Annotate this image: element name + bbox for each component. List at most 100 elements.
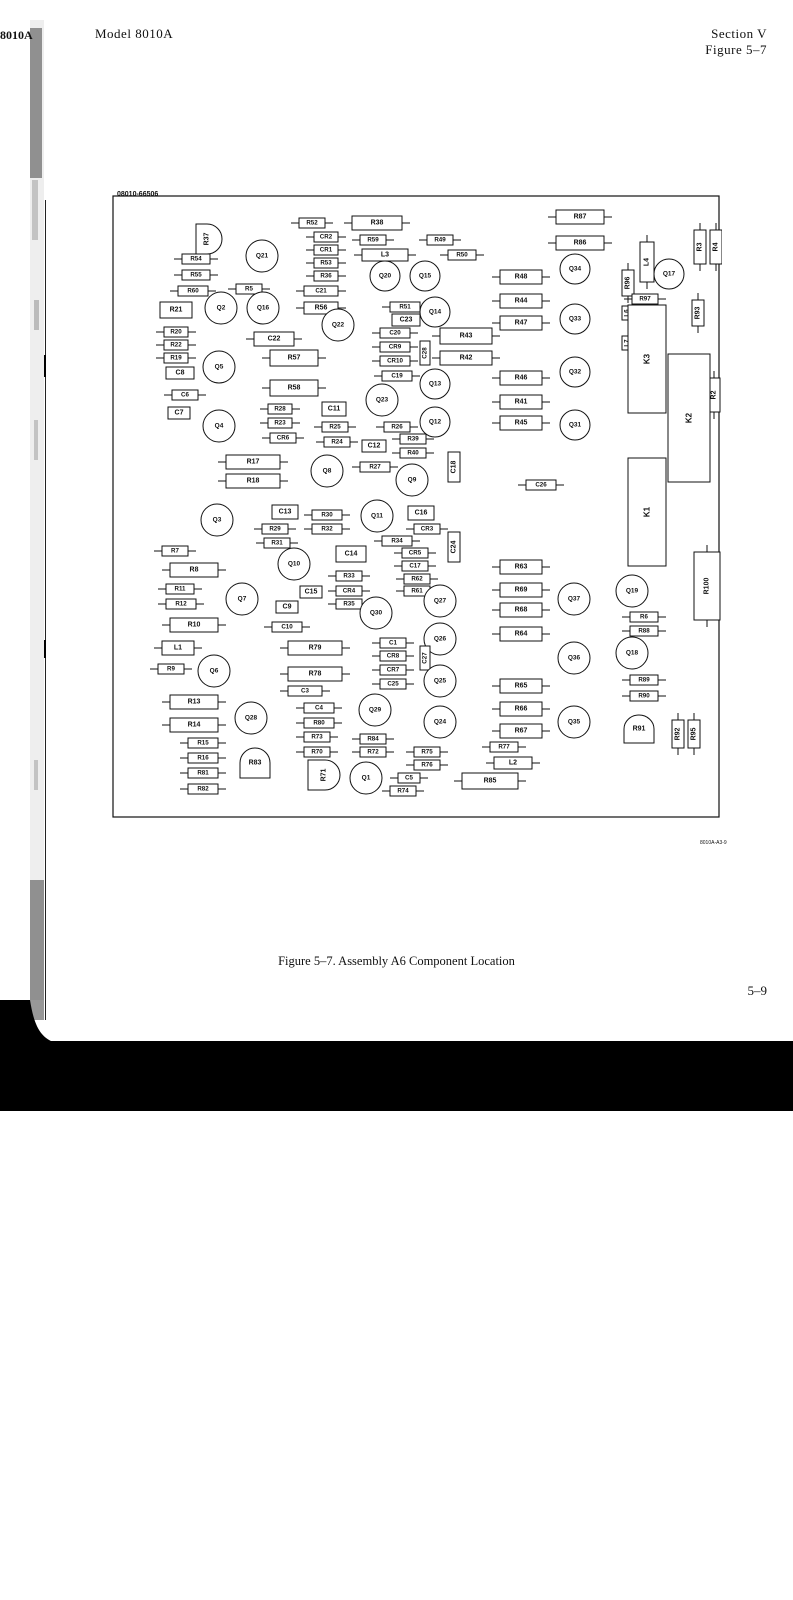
- component-label: R70: [311, 749, 323, 756]
- component-c16: C16: [407, 505, 435, 521]
- component-c13: C13: [271, 504, 299, 520]
- component-r100: R100: [693, 545, 721, 627]
- component-r75: R75: [406, 746, 448, 758]
- component-label: C23: [400, 317, 413, 324]
- component-label: C9: [283, 604, 292, 611]
- component-label: R49: [434, 237, 446, 244]
- component-label: R62: [411, 576, 423, 583]
- component-r85: R85: [454, 772, 526, 790]
- component-label: R68: [515, 607, 528, 614]
- component-r43: R43: [432, 327, 500, 345]
- component-r84: R84: [352, 733, 394, 745]
- component-label: L6: [624, 309, 631, 317]
- component-q34: Q34: [559, 253, 591, 285]
- component-r7: R7: [154, 545, 196, 557]
- component-label: R3: [697, 242, 704, 251]
- component-label: R57: [288, 355, 301, 362]
- component-label: R88: [638, 628, 650, 635]
- component-l3: L3: [354, 248, 416, 262]
- component-r27: R27: [352, 461, 398, 473]
- component-label: Q19: [626, 588, 639, 595]
- component-label: Q36: [568, 655, 581, 662]
- component-r57: R57: [262, 349, 326, 367]
- component-label: R41: [515, 399, 528, 406]
- component-r30: R30: [304, 509, 350, 521]
- component-label: R37: [204, 232, 211, 245]
- component-label: R12: [175, 601, 187, 608]
- drawing-code: 8010A-A3-9: [700, 840, 727, 846]
- edge-label: 8010A: [0, 28, 33, 42]
- component-r5: R5: [228, 283, 270, 295]
- component-q8: Q8: [310, 454, 344, 488]
- component-cr1: CR1: [306, 244, 346, 256]
- component-r18: R18: [218, 473, 288, 489]
- component-label: C15: [305, 589, 318, 596]
- component-label: R64: [515, 631, 528, 638]
- component-label: Q23: [376, 397, 389, 404]
- component-label: Q26: [434, 636, 447, 643]
- component-r83: R83: [239, 747, 271, 779]
- component-r58: R58: [262, 379, 326, 397]
- component-label: R84: [367, 736, 379, 743]
- component-r82: R82: [180, 783, 226, 795]
- component-label: C18: [451, 460, 458, 473]
- component-cr2: CR2: [306, 231, 346, 243]
- component-r39: R39: [392, 433, 434, 445]
- component-label: R50: [456, 252, 468, 259]
- component-label: C12: [368, 443, 381, 450]
- component-r36: R36: [306, 270, 346, 282]
- component-r17: R17: [218, 454, 288, 470]
- component-q16: Q16: [246, 291, 280, 325]
- component-label: Q20: [379, 273, 392, 280]
- component-label: R82: [197, 786, 209, 793]
- figure-caption: Figure 5–7. Assembly A6 Component Locati…: [278, 954, 515, 968]
- component-q31: Q31: [559, 409, 591, 441]
- component-label: C27: [422, 652, 429, 664]
- component-r28: R28: [260, 403, 300, 415]
- component-label: Q24: [434, 719, 447, 726]
- component-label: R25: [329, 424, 341, 431]
- component-c27: C27: [419, 645, 431, 671]
- component-label: L1: [174, 645, 182, 652]
- component-r90: R90: [622, 690, 666, 702]
- component-label: R44: [515, 298, 528, 305]
- component-r8: R8: [162, 562, 226, 578]
- component-q30: Q30: [359, 596, 393, 630]
- component-cr4: CR4: [328, 585, 370, 597]
- component-label: Q35: [568, 719, 581, 726]
- component-r23: R23: [260, 417, 300, 429]
- component-label: R28: [274, 406, 286, 413]
- component-r20: R20: [156, 326, 196, 338]
- component-label: R66: [515, 706, 528, 713]
- component-label: R5: [245, 286, 253, 293]
- component-l2: L2: [486, 756, 540, 770]
- component-label: Q5: [215, 364, 224, 371]
- component-r97: R97: [624, 293, 666, 305]
- component-c22: C22: [246, 331, 302, 347]
- component-label: R29: [269, 526, 281, 533]
- component-c6: C6: [164, 389, 206, 401]
- component-c25: C25: [372, 678, 414, 690]
- component-label: R89: [638, 677, 650, 684]
- component-c26: C26: [518, 479, 564, 491]
- component-label: Q31: [569, 422, 582, 429]
- component-label: C3: [301, 688, 309, 695]
- component-r33: R33: [328, 570, 370, 582]
- component-r87: R87: [548, 209, 612, 225]
- component-r88: R88: [622, 625, 666, 637]
- component-label: Q14: [429, 309, 442, 316]
- figure-reference: Figure 5–7: [705, 42, 767, 57]
- component-q37: Q37: [557, 582, 591, 616]
- component-q14: Q14: [419, 296, 451, 328]
- component-label: R4: [713, 242, 720, 251]
- component-label: CR8: [387, 653, 400, 660]
- component-label: R85: [484, 778, 497, 785]
- component-label: R47: [515, 320, 528, 327]
- component-label: R18: [247, 478, 260, 485]
- component-q10: Q10: [277, 547, 311, 581]
- component-label: R71: [321, 768, 328, 781]
- component-q5: Q5: [202, 350, 236, 384]
- component-r92: R92: [671, 713, 685, 755]
